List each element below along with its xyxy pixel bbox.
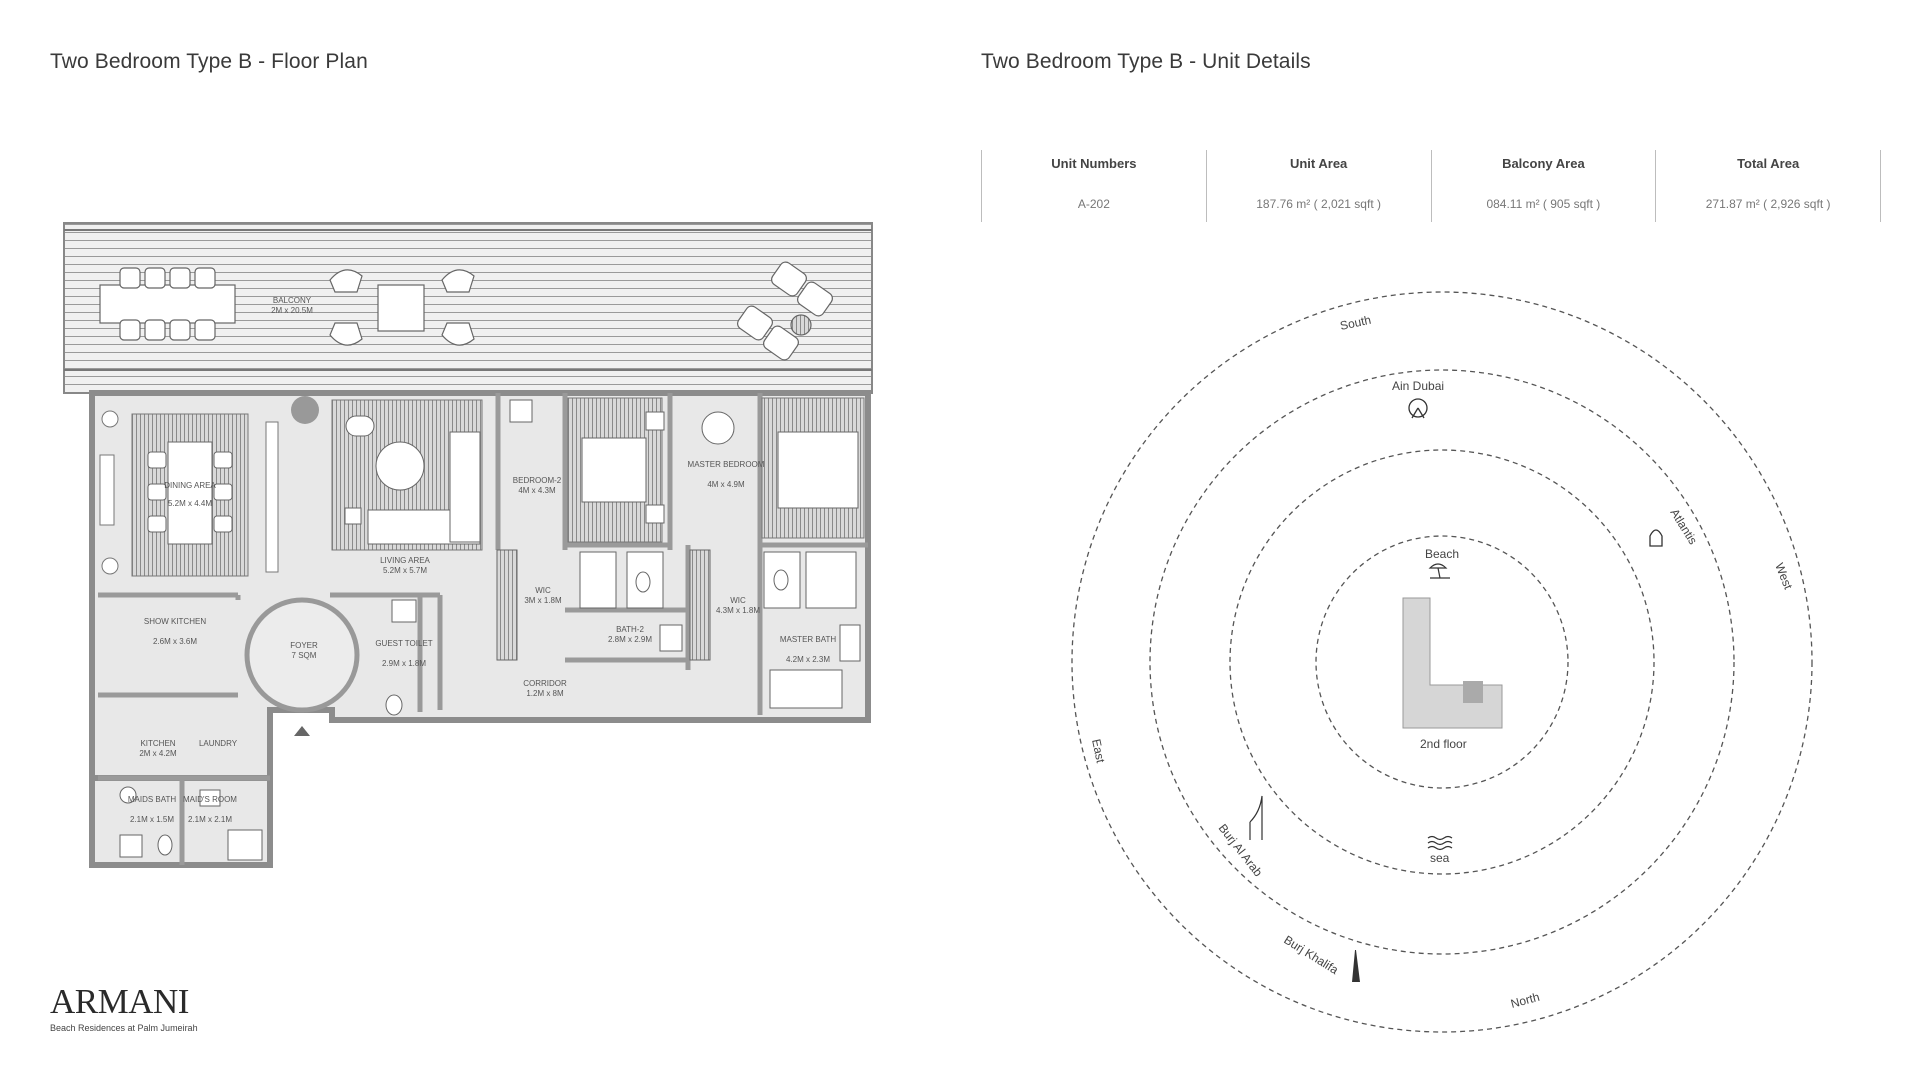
column-value: A-202 <box>1077 197 1110 211</box>
living-furniture <box>331 399 483 551</box>
room-label: CORRIDOR <box>523 679 567 688</box>
room-dims: 2.1M x 1.5M <box>130 815 174 824</box>
room-dims: 2M x 4.2M <box>139 749 177 758</box>
room-label: FOYER <box>290 641 318 650</box>
column-value: 084.11 m² ( 905 sqft ) <box>1486 197 1601 211</box>
interior-walls <box>98 393 868 865</box>
room-label: DINING AREA <box>164 481 216 490</box>
room-dims: 5.2M x 4.4M <box>168 499 212 508</box>
room-labels: BALCONY 2M x 20.5M DINING AREA 5.2M x 4.… <box>128 296 837 824</box>
sea-waves-icon <box>1427 835 1453 851</box>
direction-west: West <box>1772 561 1795 592</box>
landmark-burj-al-arab: Burj Al Arab <box>1216 821 1266 879</box>
room-dims: 2M x 20.5M <box>271 306 313 315</box>
floor-plan-title: Two Bedroom Type B - Floor Plan <box>50 50 368 73</box>
master-bedroom-furniture <box>701 397 865 539</box>
direction-south: South <box>1339 313 1373 333</box>
brand-name: ARMANI <box>50 982 189 1021</box>
room-dims: 3M x 1.8M <box>524 596 562 605</box>
column-value: 187.76 m² ( 2,021 sqft ) <box>1256 197 1381 211</box>
room-dims: 5.2M x 5.7M <box>383 566 427 575</box>
floor-label: 2nd floor <box>1420 737 1467 751</box>
direction-north: North <box>1509 990 1541 1011</box>
bath-fixtures <box>385 551 861 716</box>
room-label: MAID'S ROOM <box>183 795 237 804</box>
table-column-unit-numbers: Unit Numbers A-202 <box>981 150 1206 222</box>
burj-khalifa-icon <box>1352 950 1360 982</box>
brand-subtitle: Beach Residences at Palm Jumeirah <box>50 1023 198 1033</box>
room-dims: 2.6M x 3.6M <box>153 637 197 646</box>
room-label: GUEST TOILET <box>375 639 432 648</box>
room-dims: 2.9M x 1.8M <box>382 659 426 668</box>
landmark-atlantis: Atlantis <box>1667 506 1700 547</box>
balcony-dining-set <box>99 261 833 361</box>
room-label: MASTER BATH <box>780 635 837 644</box>
room-label: BEDROOM-2 <box>513 476 562 485</box>
ain-dubai-icon <box>1408 398 1428 419</box>
unit-details-title: Two Bedroom Type B - Unit Details <box>981 50 1311 73</box>
landmark-ain-dubai: Ain Dubai <box>1392 379 1444 393</box>
room-label: KITCHEN <box>140 739 175 748</box>
wardrobes <box>496 549 711 661</box>
column-header: Unit Area <box>1289 156 1348 171</box>
column-header: Total Area <box>1737 156 1800 171</box>
room-label: BALCONY <box>273 296 312 305</box>
atlantis-icon <box>1649 529 1663 547</box>
room-dims: 2.1M x 2.1M <box>188 815 232 824</box>
room-label: MASTER BEDROOM <box>688 460 765 469</box>
room-label: MAIDS BATH <box>128 795 177 804</box>
table-column-balcony-area: Balcony Area 084.11 m² ( 905 sqft ) <box>1430 150 1656 222</box>
landmark-beach: Beach <box>1425 547 1459 561</box>
burj-al-arab-icon <box>1249 795 1263 840</box>
table-column-total-area: Total Area 271.87 m² ( 2,926 sqft ) <box>1655 150 1881 222</box>
building-footprint <box>1402 597 1503 729</box>
landmark-burj-khalifa: Burj Khalifa <box>1281 933 1341 978</box>
bedroom2-furniture <box>509 397 665 543</box>
landmark-sea: sea <box>1430 851 1450 865</box>
room-label: LAUNDRY <box>199 739 238 748</box>
brand-logo: ARMANI Beach Residences at Palm Jumeirah <box>50 984 198 1033</box>
room-dims: 4.3M x 1.8M <box>716 606 760 615</box>
unit-details-table: Unit Numbers A-202 Unit Area 187.76 m² (… <box>981 150 1881 222</box>
room-label: SHOW KITCHEN <box>144 617 206 626</box>
column-value: 271.87 m² ( 2,926 sqft ) <box>1705 197 1831 211</box>
room-dims: 7 SQM <box>292 651 317 660</box>
dining-furniture <box>99 396 319 577</box>
room-label: BATH-2 <box>616 625 644 634</box>
room-dims: 2.8M x 2.9M <box>608 635 652 644</box>
maid-fixtures <box>119 786 263 861</box>
room-label: LIVING AREA <box>380 556 430 565</box>
beach-umbrella-icon <box>1428 563 1450 579</box>
room-dims: 4M x 4.3M <box>518 486 556 495</box>
room-dims: 4M x 4.9M <box>707 480 745 489</box>
table-column-unit-area: Unit Area 187.76 m² ( 2,021 sqft ) <box>1205 150 1431 222</box>
column-header: Unit Numbers <box>1051 156 1137 171</box>
room-dims: 1.2M x 8M <box>526 689 564 698</box>
room-label: WIC <box>535 586 551 595</box>
room-dims: 4.2M x 2.3M <box>786 655 830 664</box>
column-header: Balcony Area <box>1502 156 1585 171</box>
foyer <box>244 597 360 736</box>
orientation-rings <box>1071 291 1813 1033</box>
direction-east: East <box>1089 738 1108 765</box>
room-label: WIC <box>730 596 746 605</box>
